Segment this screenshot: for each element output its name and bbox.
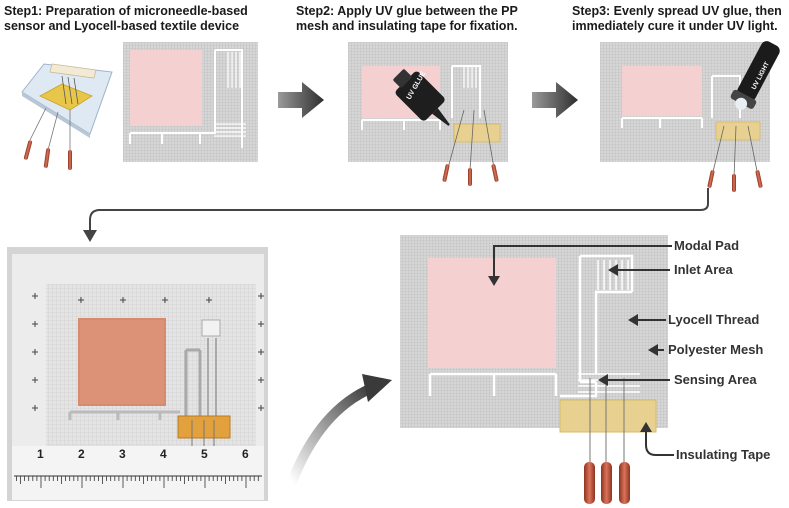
step3-mesh-panel (600, 42, 770, 192)
step1-mesh-panel (123, 42, 258, 162)
callout-modal-pad: Modal Pad (674, 238, 740, 253)
step3-line1: Step3: Evenly spread UV glue, then (572, 4, 782, 18)
callout-inlet-area: Inlet Area (674, 262, 733, 277)
step1-line1: Step1: Preparation of microneedle-based (4, 4, 248, 18)
step1-title: Step1: Preparation of microneedle-based … (4, 4, 248, 34)
connector-line (89, 188, 709, 232)
step1-line2: sensor and Lyocell-based textile device (4, 19, 240, 33)
step2-line2: mesh and insulating tape for fixation. (296, 19, 518, 33)
process-arrow-1 (278, 82, 324, 118)
ruler-num-5: 5 (201, 447, 208, 461)
photo-corner-markers (32, 293, 264, 411)
ruler-num-4: 4 (160, 447, 167, 461)
step2-title: Step2: Apply UV glue between the PP mesh… (296, 4, 518, 34)
uv-glue-bottle-icon (393, 69, 450, 126)
curved-arrow (287, 374, 392, 487)
ruler-num-2: 2 (78, 447, 85, 461)
step3-line2: immediately cure it under UV light. (572, 19, 778, 33)
photo-ruler: 1 2 3 4 5 6 (14, 447, 262, 488)
callout-sensing-area: Sensing Area (674, 372, 757, 387)
callout-insulating-tape: Insulating Tape (676, 447, 771, 462)
connector-arrowhead (83, 230, 97, 242)
ruler-num-1: 1 (37, 447, 44, 461)
ruler-num-3: 3 (119, 447, 126, 461)
callout-arrowheads (488, 264, 658, 432)
callout-lyocell-thread: Lyocell Thread (668, 312, 760, 327)
schematic-device (400, 235, 668, 504)
process-arrow-2 (532, 82, 578, 118)
step3-title: Step3: Evenly spread UV glue, then immed… (572, 4, 782, 34)
callout-pointers (493, 245, 674, 456)
uv-flashlight-icon (730, 41, 780, 110)
device-photo (7, 247, 268, 501)
callout-polyester-mesh: Polyester Mesh (668, 342, 764, 357)
step1-slide-device (21, 63, 113, 170)
ruler-num-6: 6 (242, 447, 249, 461)
step2-line1: Step2: Apply UV glue between the PP (296, 4, 518, 18)
